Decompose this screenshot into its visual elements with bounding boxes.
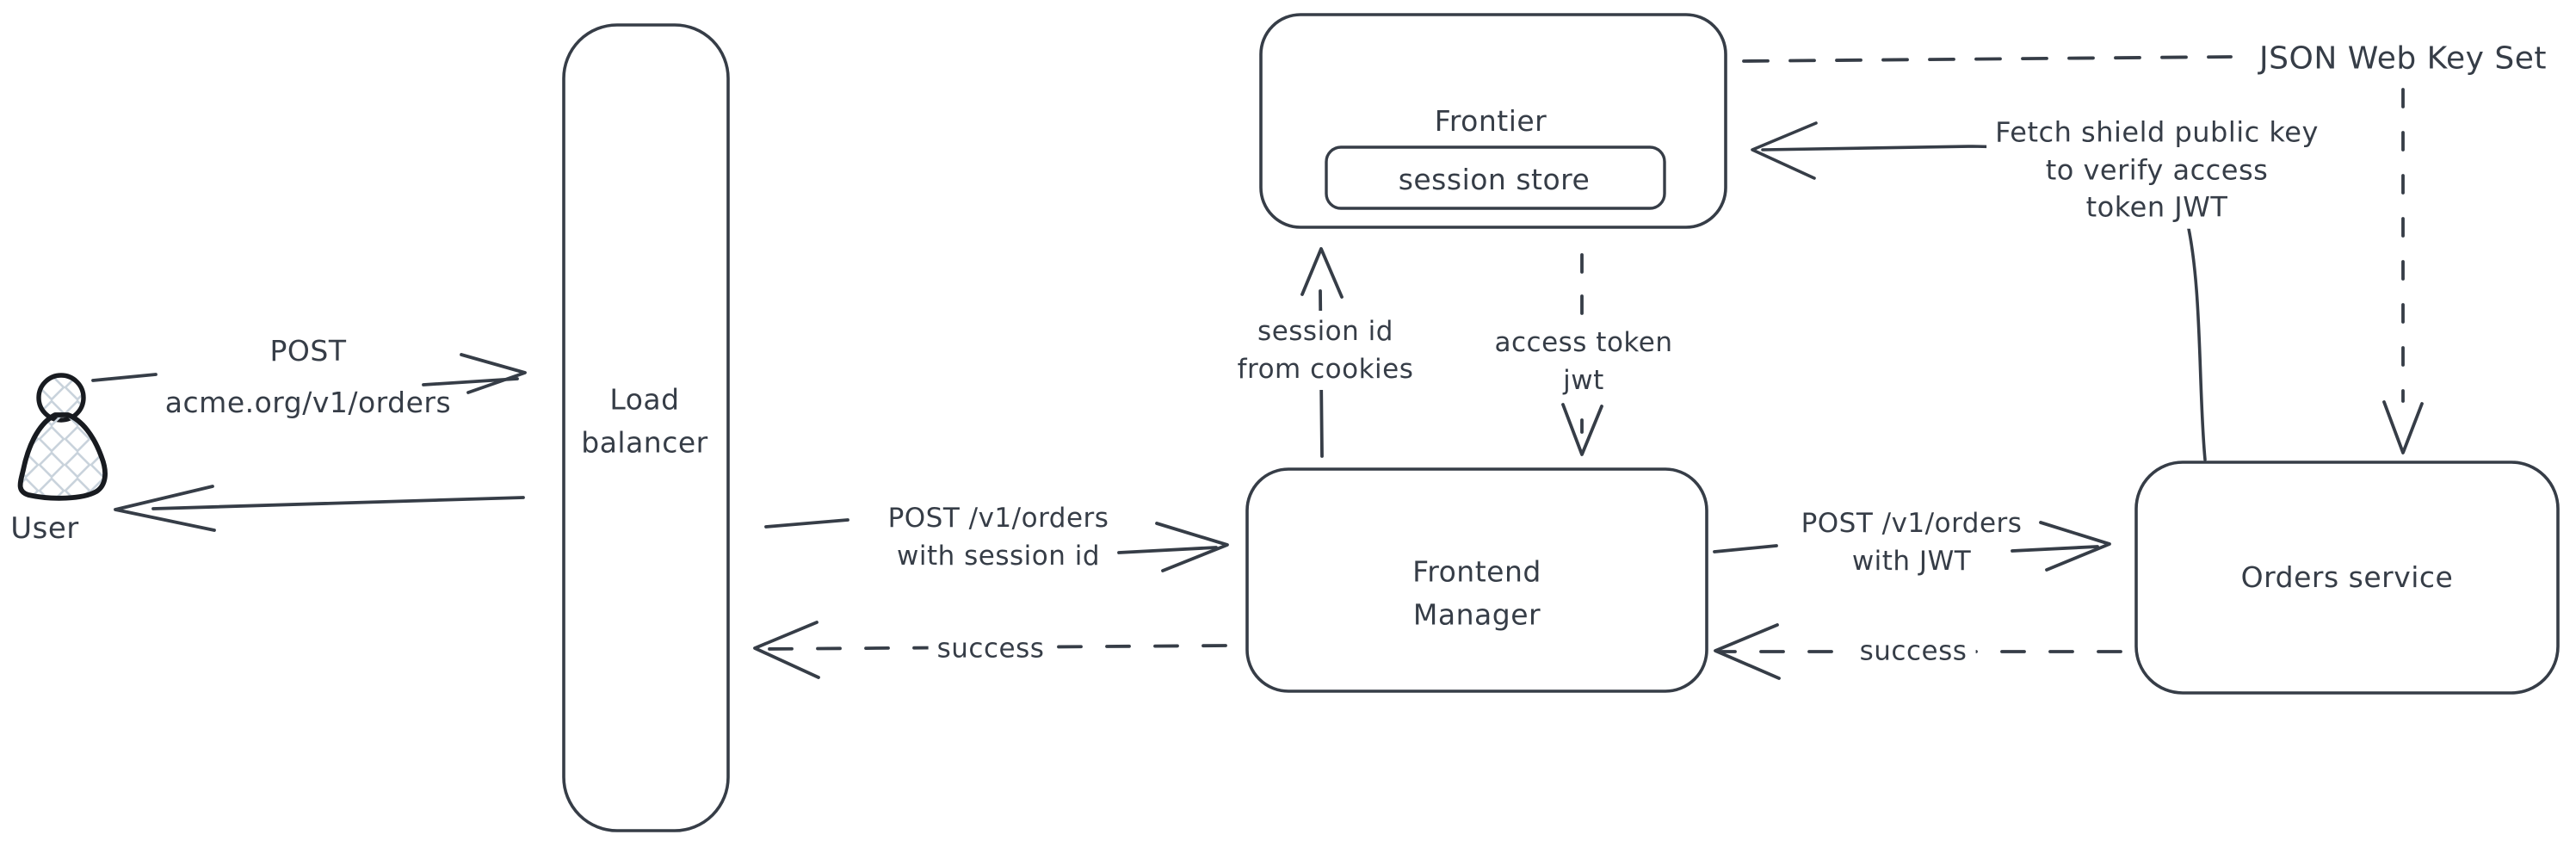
orders-service-label: Orders service: [2240, 560, 2454, 594]
orders-service-box: [2134, 461, 2560, 695]
load-balancer-box: [562, 23, 730, 832]
edge-label-post-with-session-id: POST /v1/orders with session id: [887, 502, 1109, 572]
frontend-manager-box: [1245, 467, 1708, 693]
edge-label-post-acme-orders: POST acme.org/v1/orders: [164, 333, 452, 419]
user-label: User: [10, 511, 79, 547]
jwks-label: JSON Web Key Set: [2259, 40, 2547, 77]
arrow-user-to-load-balancer: [91, 353, 527, 394]
edge-label-success-left: success: [928, 628, 1053, 671]
edge-label-success-right: success: [1850, 630, 1976, 673]
dashed-line-frontier-to-jwks: [1742, 55, 2233, 63]
load-balancer-label: Load balancer: [581, 382, 708, 460]
user-icon: [17, 373, 108, 501]
session-store-label: session store: [1398, 162, 1591, 196]
frontier-label: Frontier: [1434, 103, 1547, 138]
arrow-frontend-manager-to-orders-service: [1713, 521, 2111, 572]
arrow-jwks-to-orders-service: [2382, 88, 2424, 454]
edge-label-access-token-jwt: access token jwt: [1486, 321, 1682, 402]
edge-label-session-id-from-cookies: session id from cookies: [1228, 310, 1423, 391]
arrow-load-balancer-to-user: [114, 485, 525, 532]
arrow-frontend-manager-to-load-balancer-success: [753, 621, 1227, 679]
edge-label-fetch-shield-public-key: Fetch shield public key to verify access…: [1986, 112, 2327, 229]
arrow-load-balancer-to-frontend-manager: [764, 518, 1229, 572]
edge-label-post-with-jwt: POST /v1/orders with JWT: [1801, 507, 2023, 577]
session-store-box: [1325, 145, 1666, 210]
frontend-manager-label: Frontend Manager: [1412, 554, 1541, 632]
user-body: [17, 412, 108, 501]
